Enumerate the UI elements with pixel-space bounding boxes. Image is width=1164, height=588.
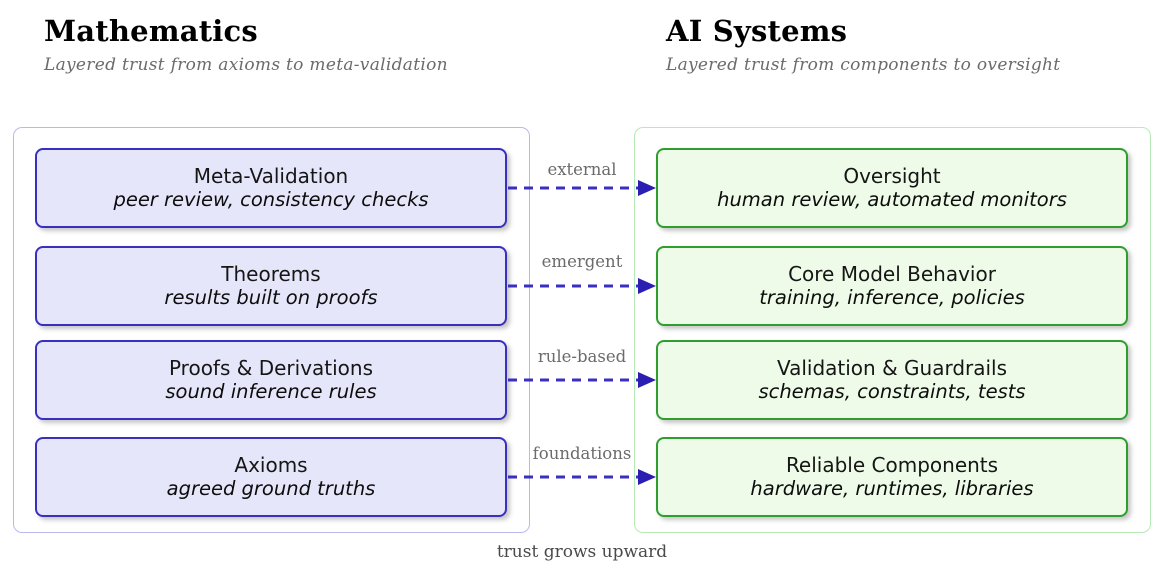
- connector-label-rule-based: rule-based: [537, 347, 627, 366]
- layer-box-oversight[interactable]: Oversight human review, automated monito…: [656, 148, 1128, 228]
- diagram-caption: trust grows upward: [496, 542, 668, 562]
- connector-label-foundations: foundations: [532, 444, 632, 463]
- layer-title: Meta-Validation: [193, 163, 349, 188]
- connector-arrow-external: [508, 176, 656, 200]
- layer-box-meta-validation[interactable]: Meta-Validation peer review, consistency…: [35, 148, 507, 228]
- layer-subtitle: agreed ground truths: [166, 476, 376, 500]
- layer-title: Oversight: [843, 163, 941, 188]
- connector-arrow-foundations: [508, 465, 656, 489]
- page-title-mathematics: Mathematics: [44, 14, 258, 48]
- connector-label-emergent: emergent: [541, 252, 623, 271]
- subtitle-mathematics: Layered trust from axioms to meta-valida…: [44, 55, 448, 76]
- layer-title: Core Model Behavior: [788, 261, 996, 286]
- layer-title: Axioms: [234, 452, 308, 477]
- connector-arrow-rule-based: [508, 368, 656, 392]
- layer-title: Proofs & Derivations: [168, 355, 374, 380]
- page-title-ai-systems: AI Systems: [666, 14, 848, 48]
- layer-subtitle: training, inference, policies: [759, 285, 1025, 309]
- layer-box-validation-guardrails[interactable]: Validation & Guardrails schemas, constra…: [656, 340, 1128, 420]
- layer-title: Theorems: [221, 261, 321, 286]
- connector-arrow-emergent: [508, 274, 656, 298]
- connector-label-external: external: [547, 160, 617, 179]
- layer-subtitle: hardware, runtimes, libraries: [750, 476, 1034, 500]
- layer-subtitle: human review, automated monitors: [717, 187, 1067, 211]
- column-header-mathematics: Mathematics Layered trust from axioms to…: [44, 14, 448, 76]
- column-header-ai-systems: AI Systems Layered trust from components…: [666, 14, 1061, 76]
- layer-box-reliable-components[interactable]: Reliable Components hardware, runtimes, …: [656, 437, 1128, 517]
- layer-title: Reliable Components: [785, 452, 999, 477]
- layer-subtitle: results built on proofs: [164, 285, 378, 309]
- layer-box-axioms[interactable]: Axioms agreed ground truths: [35, 437, 507, 517]
- layer-box-core-model-behavior[interactable]: Core Model Behavior training, inference,…: [656, 246, 1128, 326]
- layer-subtitle: peer review, consistency checks: [113, 187, 429, 211]
- subtitle-ai-systems: Layered trust from components to oversig…: [666, 55, 1061, 76]
- layer-box-proofs-derivations[interactable]: Proofs & Derivations sound inference rul…: [35, 340, 507, 420]
- layer-subtitle: schemas, constraints, tests: [758, 379, 1026, 403]
- layer-box-theorems[interactable]: Theorems results built on proofs: [35, 246, 507, 326]
- layer-subtitle: sound inference rules: [165, 379, 377, 403]
- layer-title: Validation & Guardrails: [776, 355, 1008, 380]
